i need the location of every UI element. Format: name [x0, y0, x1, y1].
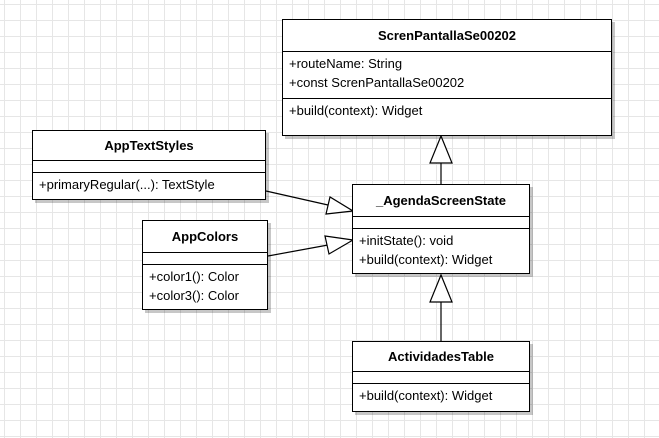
method-member: +build(context): Widget: [289, 103, 423, 118]
arrow-line-textstyles-to-agenda: [265, 190, 329, 206]
methods-section: +color1(): Color +color3(): Color: [143, 265, 267, 307]
class-name: ActividadesTable: [353, 342, 529, 372]
attributes-section: +routeName: String +const ScrenPantallaS…: [283, 52, 611, 99]
inheritance-arrowhead-actividades-to-agenda: [429, 273, 453, 303]
method-member: +initState(): void: [359, 233, 454, 248]
class-name: AppColors: [143, 221, 267, 253]
attribute-member: +routeName: String: [289, 56, 403, 71]
class-name: AppTextStyles: [33, 131, 265, 161]
methods-section: +initState(): void +build(context): Widg…: [353, 229, 529, 271]
attributes-section: [353, 372, 529, 384]
methods-section: +build(context): Widget: [283, 99, 611, 122]
class-screnpantallase00202[interactable]: ScrenPantallaSe00202 +routeName: String …: [282, 19, 612, 136]
class-name: _AgendaScreenState: [353, 185, 529, 217]
class-actividadestable[interactable]: ActividadesTable +build(context): Widget: [352, 341, 530, 412]
method-member: +build(context): Widget: [359, 252, 493, 267]
method-member: +build(context): Widget: [359, 388, 493, 403]
methods-section: +primaryRegular(...): TextStyle: [33, 173, 265, 197]
inheritance-arrowhead-agenda-to-screen: [429, 134, 453, 164]
attributes-section: [143, 253, 267, 265]
method-member: +primaryRegular(...): TextStyle: [39, 177, 215, 192]
method-member: +color3(): Color: [149, 288, 239, 303]
class-name: ScrenPantallaSe00202: [283, 20, 611, 52]
methods-section: +build(context): Widget: [353, 384, 529, 408]
attributes-section: [353, 217, 529, 229]
class-appcolors[interactable]: AppColors +color1(): Color +color3(): Co…: [142, 220, 268, 310]
arrowhead-colors-to-agenda: [324, 235, 355, 255]
method-member: +color1(): Color: [149, 269, 239, 284]
arrow-line-colors-to-agenda: [267, 244, 329, 257]
arrowhead-textstyles-to-agenda: [325, 196, 355, 215]
attributes-section: [33, 161, 265, 173]
class-apptextstyles[interactable]: AppTextStyles +primaryRegular(...): Text…: [32, 130, 266, 200]
attribute-member: +const ScrenPantallaSe00202: [289, 75, 465, 90]
class-agendascreenstate[interactable]: _AgendaScreenState +initState(): void +b…: [352, 184, 530, 274]
